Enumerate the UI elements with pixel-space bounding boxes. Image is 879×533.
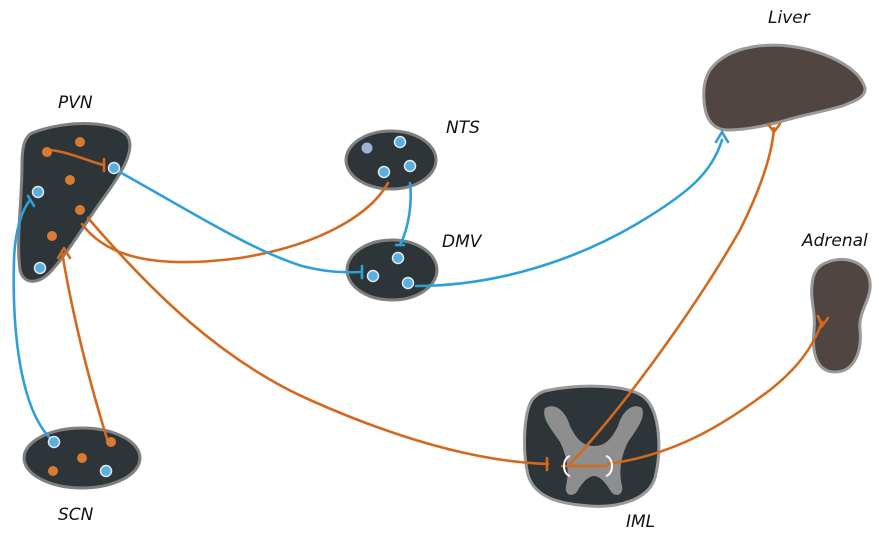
pvn-to-iml-pathway <box>86 216 550 466</box>
iml-left-synapse <box>563 455 571 477</box>
iml-to-adrenal-pathway <box>606 320 824 466</box>
pvn-region <box>17 122 132 283</box>
iml-right-synapse <box>605 455 613 477</box>
pvn-neuron <box>75 205 85 215</box>
pvn-label: PVN <box>58 93 93 113</box>
pvn-internal-pathway <box>48 148 106 167</box>
dmv-label: DMV <box>442 232 483 252</box>
nts-neuron <box>403 159 417 173</box>
scn-label: SCN <box>58 505 94 525</box>
nts-label: NTS <box>446 118 480 138</box>
scn-neuron <box>106 437 116 447</box>
pvn-neuron <box>42 147 52 157</box>
pvn-neuron <box>75 137 85 147</box>
dmv-neuron <box>391 251 405 265</box>
adrenal-organ <box>810 257 872 374</box>
pvn-neurons <box>31 137 121 275</box>
pvn-neuron <box>107 161 121 175</box>
scn-neuron <box>77 453 87 463</box>
nts-neurons <box>361 135 417 179</box>
scn-neurons <box>47 435 116 478</box>
dmv-to-liver-pathway <box>414 138 724 288</box>
dmv-neurons <box>366 251 415 290</box>
liver-organ <box>702 43 867 132</box>
scn-neuron <box>47 435 61 449</box>
pvn-to-dmv-pathway <box>114 168 362 274</box>
scn-neuron <box>99 464 113 478</box>
dmv-region <box>345 238 439 302</box>
dmv-neuron <box>401 276 415 290</box>
pvn-to-nts-pathway <box>80 181 390 264</box>
iml-spinal-cord <box>523 384 661 508</box>
scn-to-pvn-blue-pathway <box>12 198 54 442</box>
nts-neuron <box>361 142 373 154</box>
scn-neuron <box>48 466 58 476</box>
pvn-neuron <box>47 231 57 241</box>
nts-to-dmv-pathway <box>398 181 412 247</box>
nts-neuron <box>393 135 407 149</box>
pvn-neuron <box>65 175 75 185</box>
pvn-neuron <box>33 261 47 275</box>
sympathetic-pathways <box>48 122 830 472</box>
nts-region <box>344 129 438 191</box>
iml-label: IML <box>626 512 655 532</box>
nts-neuron <box>377 165 391 179</box>
parasympathetic-pathways <box>12 129 730 442</box>
iml-gray-matter <box>544 406 643 495</box>
iml-to-liver-pathway <box>568 126 776 466</box>
liver-label: Liver <box>768 8 811 28</box>
adrenal-label: Adrenal <box>801 231 868 251</box>
pvn-neuron <box>31 185 45 199</box>
scn-to-pvn-pathway <box>60 250 110 444</box>
dmv-neuron <box>366 269 380 283</box>
